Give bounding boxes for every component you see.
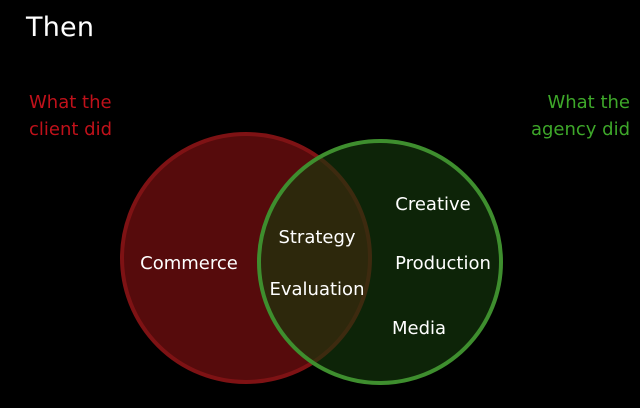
client-label-line-1: What the: [29, 92, 112, 113]
commerce-label: Commerce: [140, 253, 238, 274]
production-label: Production: [395, 253, 491, 274]
client-label: What the client did: [29, 89, 112, 143]
agency-circle: [257, 139, 503, 385]
slide-title: Then: [26, 12, 95, 43]
creative-label: Creative: [395, 194, 470, 215]
agency-label-line-1: What the: [547, 92, 630, 113]
evaluation-label: Evaluation: [270, 279, 365, 300]
media-label: Media: [392, 318, 446, 339]
client-label-line-2: client did: [29, 119, 113, 140]
agency-label-line-2: agency did: [530, 119, 630, 140]
agency-label: What the agency did: [531, 89, 630, 143]
strategy-label: Strategy: [278, 227, 355, 248]
